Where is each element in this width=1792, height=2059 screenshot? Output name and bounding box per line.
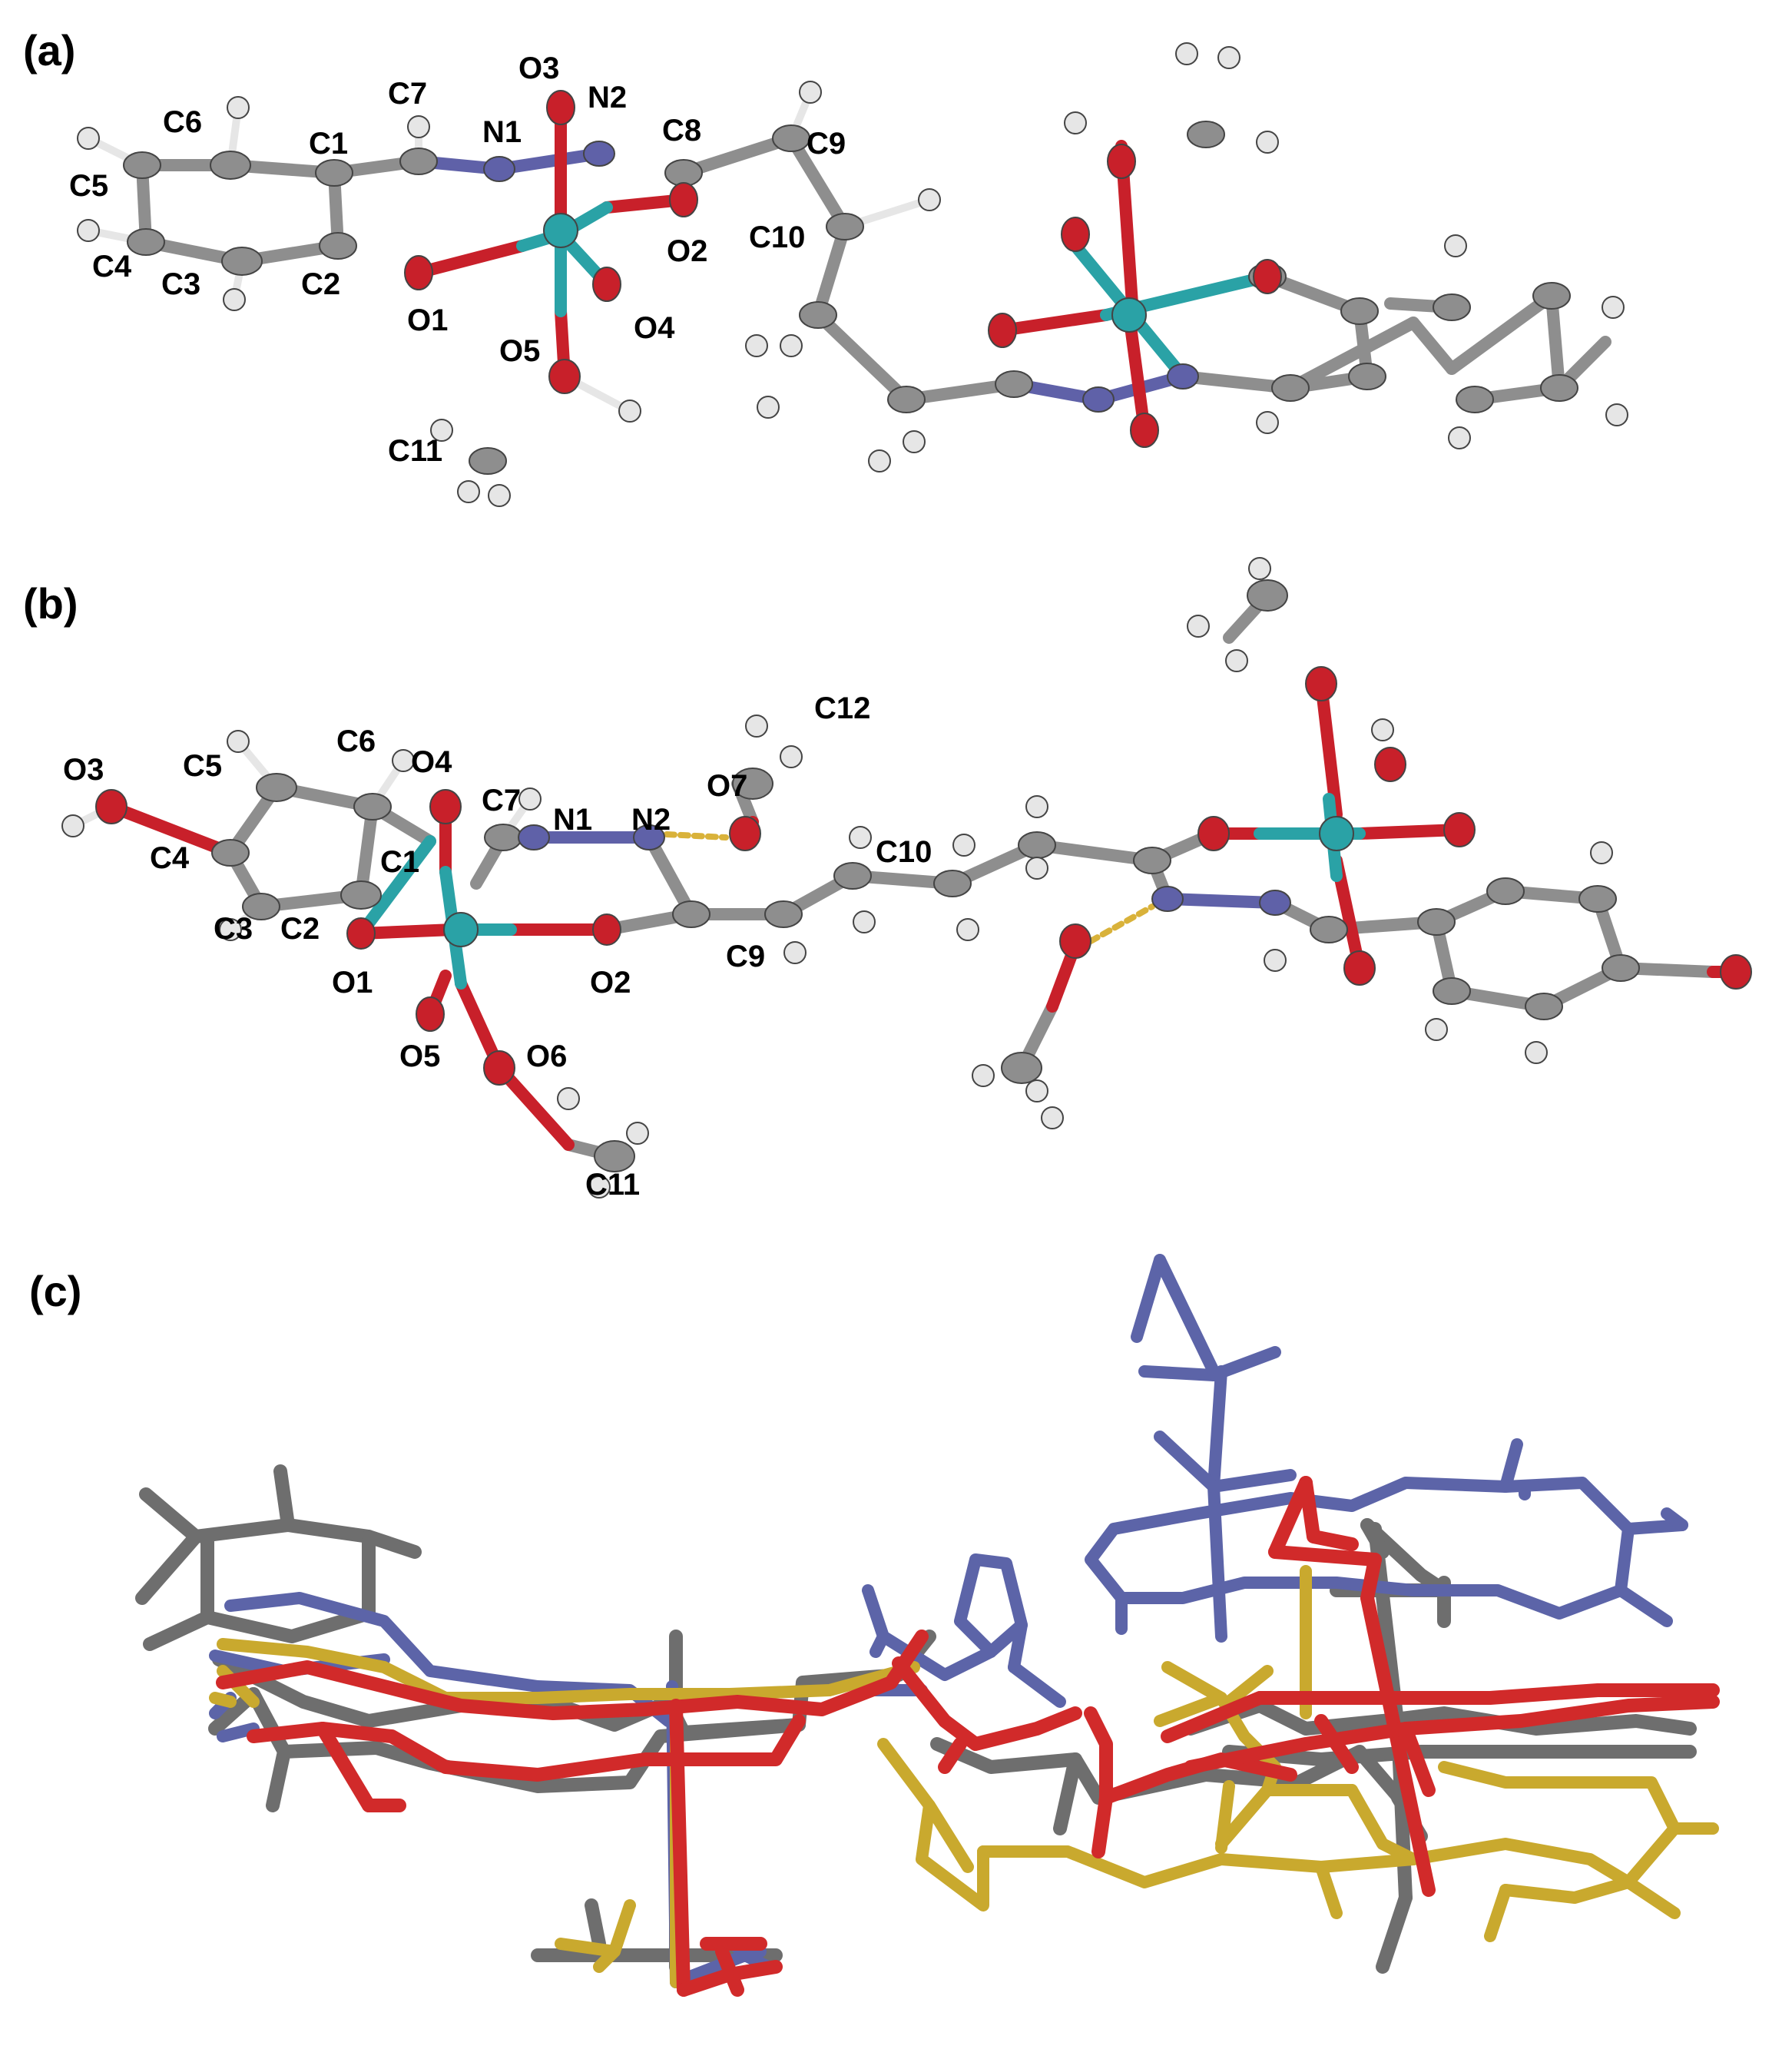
atom-label: O1 bbox=[407, 303, 448, 337]
panel-a-atom-labels: C6 C1 C7 N1 O3 N2 C8 C9 C5 C10 C4 C3 C2 … bbox=[69, 51, 846, 468]
atom-label: C9 bbox=[726, 940, 765, 973]
atom-label: C3 bbox=[214, 912, 253, 946]
atom-label: O4 bbox=[634, 311, 675, 345]
atom-label: C5 bbox=[69, 169, 108, 203]
atom-label: C7 bbox=[388, 77, 427, 111]
atom-label: C4 bbox=[150, 841, 190, 875]
panel-a: (a) bbox=[23, 26, 1628, 507]
panel-c-label: (c) bbox=[29, 1267, 81, 1315]
atom-label: C12 bbox=[814, 691, 870, 725]
atom-label: O3 bbox=[518, 51, 559, 85]
atom-label: O5 bbox=[399, 1039, 440, 1073]
atom-label: N1 bbox=[553, 803, 592, 837]
atom-label: C5 bbox=[183, 749, 222, 783]
atom-label: N1 bbox=[482, 115, 522, 149]
atom-label: C1 bbox=[380, 845, 419, 879]
atom-label: C3 bbox=[161, 267, 200, 301]
atom-label: N2 bbox=[631, 803, 671, 837]
panel-b-atom-labels: C12 O3 C6 O4 C5 C7 O7 N1 N2 C10 C4 C1 C3… bbox=[63, 691, 932, 1202]
panel-c-overlay-red bbox=[216, 1476, 1720, 1997]
atom-label: C8 bbox=[662, 114, 701, 148]
atom-label: C2 bbox=[280, 912, 320, 946]
atom-label: C10 bbox=[749, 220, 805, 254]
atom-label: C2 bbox=[301, 267, 340, 301]
panel-b: (b) bbox=[23, 557, 1752, 1202]
atom-label: C9 bbox=[807, 127, 846, 161]
panel-c-overlay-blue bbox=[209, 1254, 1688, 1988]
atom-label: O6 bbox=[526, 1039, 567, 1073]
panel-a-label: (a) bbox=[23, 26, 75, 75]
panel-c: (c) bbox=[29, 1254, 1720, 1997]
atom-label: C10 bbox=[876, 835, 932, 869]
atom-label: O2 bbox=[590, 966, 631, 1000]
atom-label: C4 bbox=[92, 250, 132, 283]
atom-label: O4 bbox=[411, 745, 452, 779]
atom-label: O3 bbox=[63, 753, 104, 787]
atom-label: O5 bbox=[499, 334, 540, 368]
atom-label: C7 bbox=[482, 784, 521, 817]
atom-label: O1 bbox=[332, 966, 373, 1000]
atom-label: C11 bbox=[388, 434, 442, 468]
atom-label: O2 bbox=[667, 234, 707, 268]
atom-label: C11 bbox=[585, 1168, 640, 1202]
atom-label: C6 bbox=[336, 724, 376, 758]
atom-label: O7 bbox=[707, 769, 747, 803]
panel-b-label: (b) bbox=[23, 579, 78, 628]
atom-label: C6 bbox=[163, 105, 202, 139]
panel-a-atoms bbox=[77, 42, 1628, 507]
atom-label: N2 bbox=[588, 81, 627, 114]
panel-b-atoms bbox=[61, 557, 1752, 1199]
atom-label: C1 bbox=[309, 127, 348, 161]
panel-b-bonds bbox=[69, 589, 1742, 1162]
